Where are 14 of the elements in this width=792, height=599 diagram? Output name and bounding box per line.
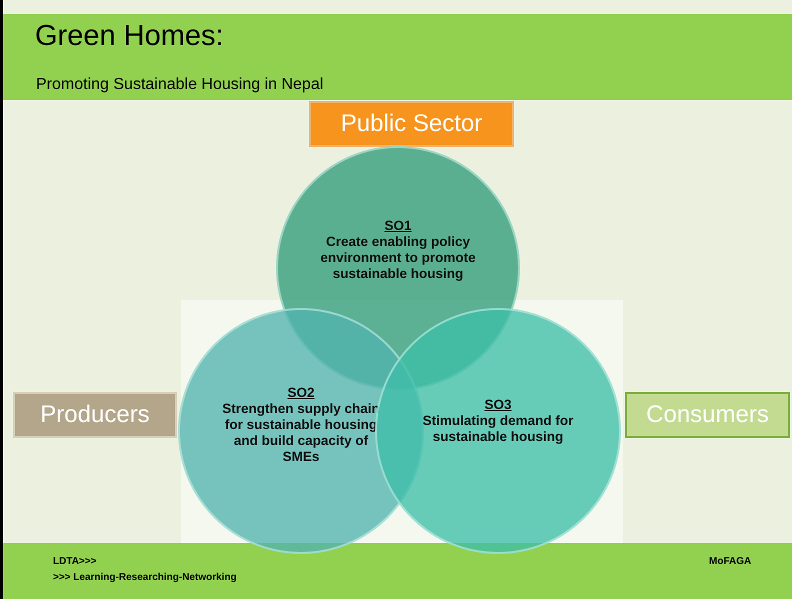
actor-box: Producers (13, 392, 177, 438)
objective-heading: SO2 (287, 385, 314, 401)
actor-box: Public Sector (309, 101, 514, 147)
footer-text: LDTA>>> (53, 556, 96, 567)
objective-heading: SO3 (484, 397, 512, 413)
objective-text: Strengthen supply chain for sustainable housing and build capacity of SMEs (221, 401, 381, 465)
footer-tagline: >>> Learning-Researching-Networking (53, 572, 237, 583)
objective-text: Stimulating demand for sustainable housing (422, 413, 574, 445)
footer-text: MoFAGA (709, 556, 752, 567)
slide-subtitle: Promoting Sustainable Housing in Nepal (36, 76, 324, 94)
objective-heading: SO1 (384, 218, 412, 234)
slide-title: Green Homes: (35, 20, 224, 53)
actor-box: Consumers (625, 392, 790, 438)
objective-text: Create enabling policy environment to promote sustainable housing (319, 234, 477, 282)
